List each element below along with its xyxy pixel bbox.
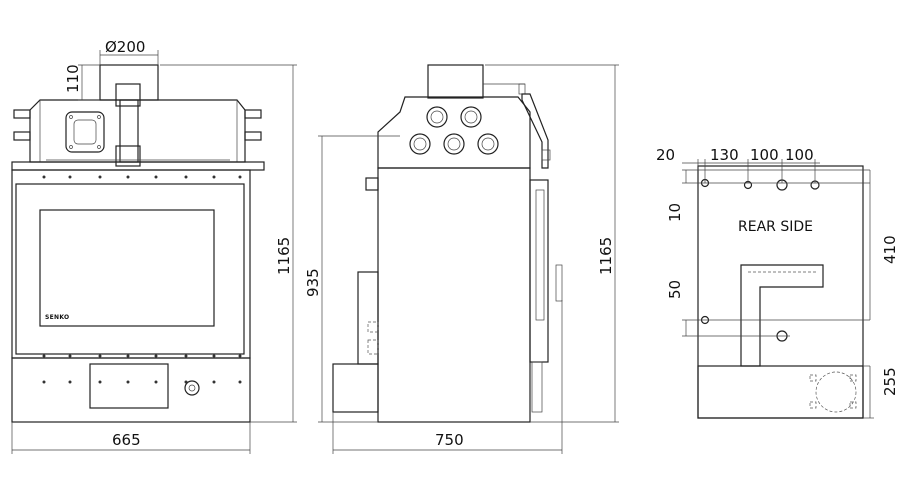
dim-front-width: 665 — [112, 431, 141, 449]
front-side-handle — [13, 131, 31, 141]
rear-l-duct — [740, 264, 824, 367]
door-screws — [42, 175, 242, 384]
base-panel — [11, 357, 251, 423]
screw-dot — [126, 175, 130, 179]
screw-dot — [154, 354, 158, 358]
screw-dot — [212, 354, 216, 358]
damper-lever — [521, 93, 549, 169]
screw-dot — [154, 175, 158, 179]
rear-flue-opening — [815, 371, 857, 413]
screw-dot — [184, 380, 188, 384]
side-hood — [377, 96, 531, 169]
screw-dot — [184, 175, 188, 179]
screw-dot — [68, 380, 72, 384]
air-knob — [184, 380, 200, 396]
flue-pipe — [99, 64, 159, 101]
side-bracket — [365, 177, 379, 191]
rear-view: REAR SIDE 20 130 100 100 10 — [656, 146, 899, 419]
screw-dot — [238, 380, 242, 384]
rear-outline — [697, 165, 864, 419]
screw-dot — [42, 354, 46, 358]
screw-dot — [42, 380, 46, 384]
side-door — [529, 179, 549, 363]
screw-dot — [68, 175, 72, 179]
dim-rear-spacing-4: 100 — [785, 146, 814, 164]
side-body — [377, 167, 531, 423]
screw-dot — [98, 175, 102, 179]
damper-plate-top — [115, 83, 141, 107]
screw-dot — [212, 175, 216, 179]
dim-side-depth: 750 — [435, 431, 464, 449]
glass-window — [39, 209, 215, 327]
ash-door — [89, 363, 169, 409]
damper-plate-bottom — [115, 145, 141, 167]
screw-dot — [42, 175, 46, 179]
rear-title: REAR SIDE — [738, 219, 813, 235]
screw-dot — [126, 380, 130, 384]
front-side-handle — [244, 131, 262, 141]
brand-label: SENKO — [45, 314, 69, 321]
screw-dot — [98, 380, 102, 384]
side-view: 935 1165 750 — [304, 64, 619, 454]
screw-dot — [184, 354, 188, 358]
dim-side-total-height: 1165 — [597, 237, 615, 275]
dim-front-total-height: 1165 — [275, 237, 293, 275]
front-view: SENKO Ø200 110 1165 665 — [11, 38, 297, 454]
dim-rear-mid-offset: 50 — [666, 280, 684, 299]
screw-dot — [238, 175, 242, 179]
dim-rear-base-height: 255 — [881, 367, 899, 396]
side-flue-pipe — [427, 64, 484, 99]
inspection-plate — [65, 111, 105, 153]
dim-rear-spacing-2: 130 — [710, 146, 739, 164]
front-side-handle — [13, 109, 31, 119]
damper-bracket — [119, 99, 139, 163]
dim-rear-spacing-1: 20 — [656, 146, 675, 164]
convection-outlets — [409, 106, 499, 155]
dim-rear-top-offset: 10 — [666, 203, 684, 222]
rear-duct — [332, 363, 379, 413]
front-side-handle — [244, 109, 262, 119]
door-frame — [15, 183, 245, 355]
rear-base-box — [697, 365, 864, 419]
screw-dot — [98, 354, 102, 358]
screw-dot — [68, 354, 72, 358]
screw-dot — [154, 380, 158, 384]
dim-side-lower-height: 935 — [304, 268, 322, 297]
screw-dot — [238, 354, 242, 358]
screw-dot — [126, 354, 130, 358]
dim-flue-height: 110 — [64, 64, 82, 93]
screw-dot — [212, 380, 216, 384]
dim-rear-right-height: 410 — [881, 235, 899, 264]
dim-rear-spacing-3: 100 — [750, 146, 779, 164]
dim-flue-diameter: Ø200 — [105, 38, 145, 56]
